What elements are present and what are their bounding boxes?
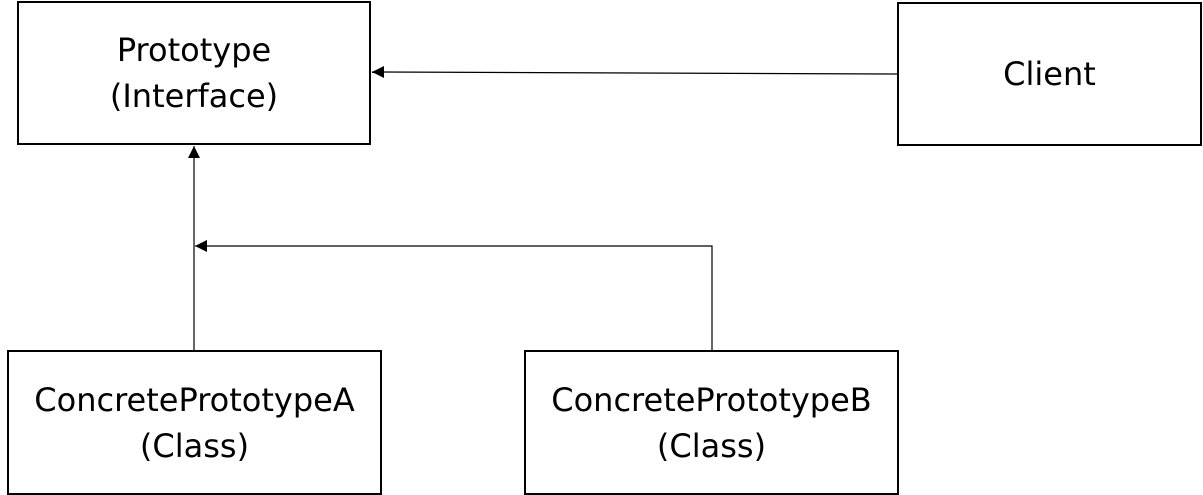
concrete-b-subtitle: (Class): [656, 426, 767, 465]
concrete-prototype-a-box: ConcretePrototypeA (Class): [7, 350, 382, 495]
client-title: Client: [1003, 55, 1096, 93]
concrete-b-to-prototype-arrow: [195, 240, 713, 350]
prototype-subtitle: (Interface): [109, 77, 279, 115]
concrete-b-title: ConcretePrototypeB: [551, 380, 872, 419]
prototype-title: Prototype: [116, 31, 272, 69]
concrete-a-subtitle: (Class): [139, 426, 250, 465]
concrete-a-title: ConcretePrototypeA: [34, 380, 355, 419]
client-to-prototype-arrow: [371, 66, 898, 79]
prototype-interface-box: Prototype (Interface): [17, 1, 371, 145]
client-box: Client: [897, 2, 1202, 146]
concrete-prototype-b-box: ConcretePrototypeB (Class): [524, 350, 899, 495]
